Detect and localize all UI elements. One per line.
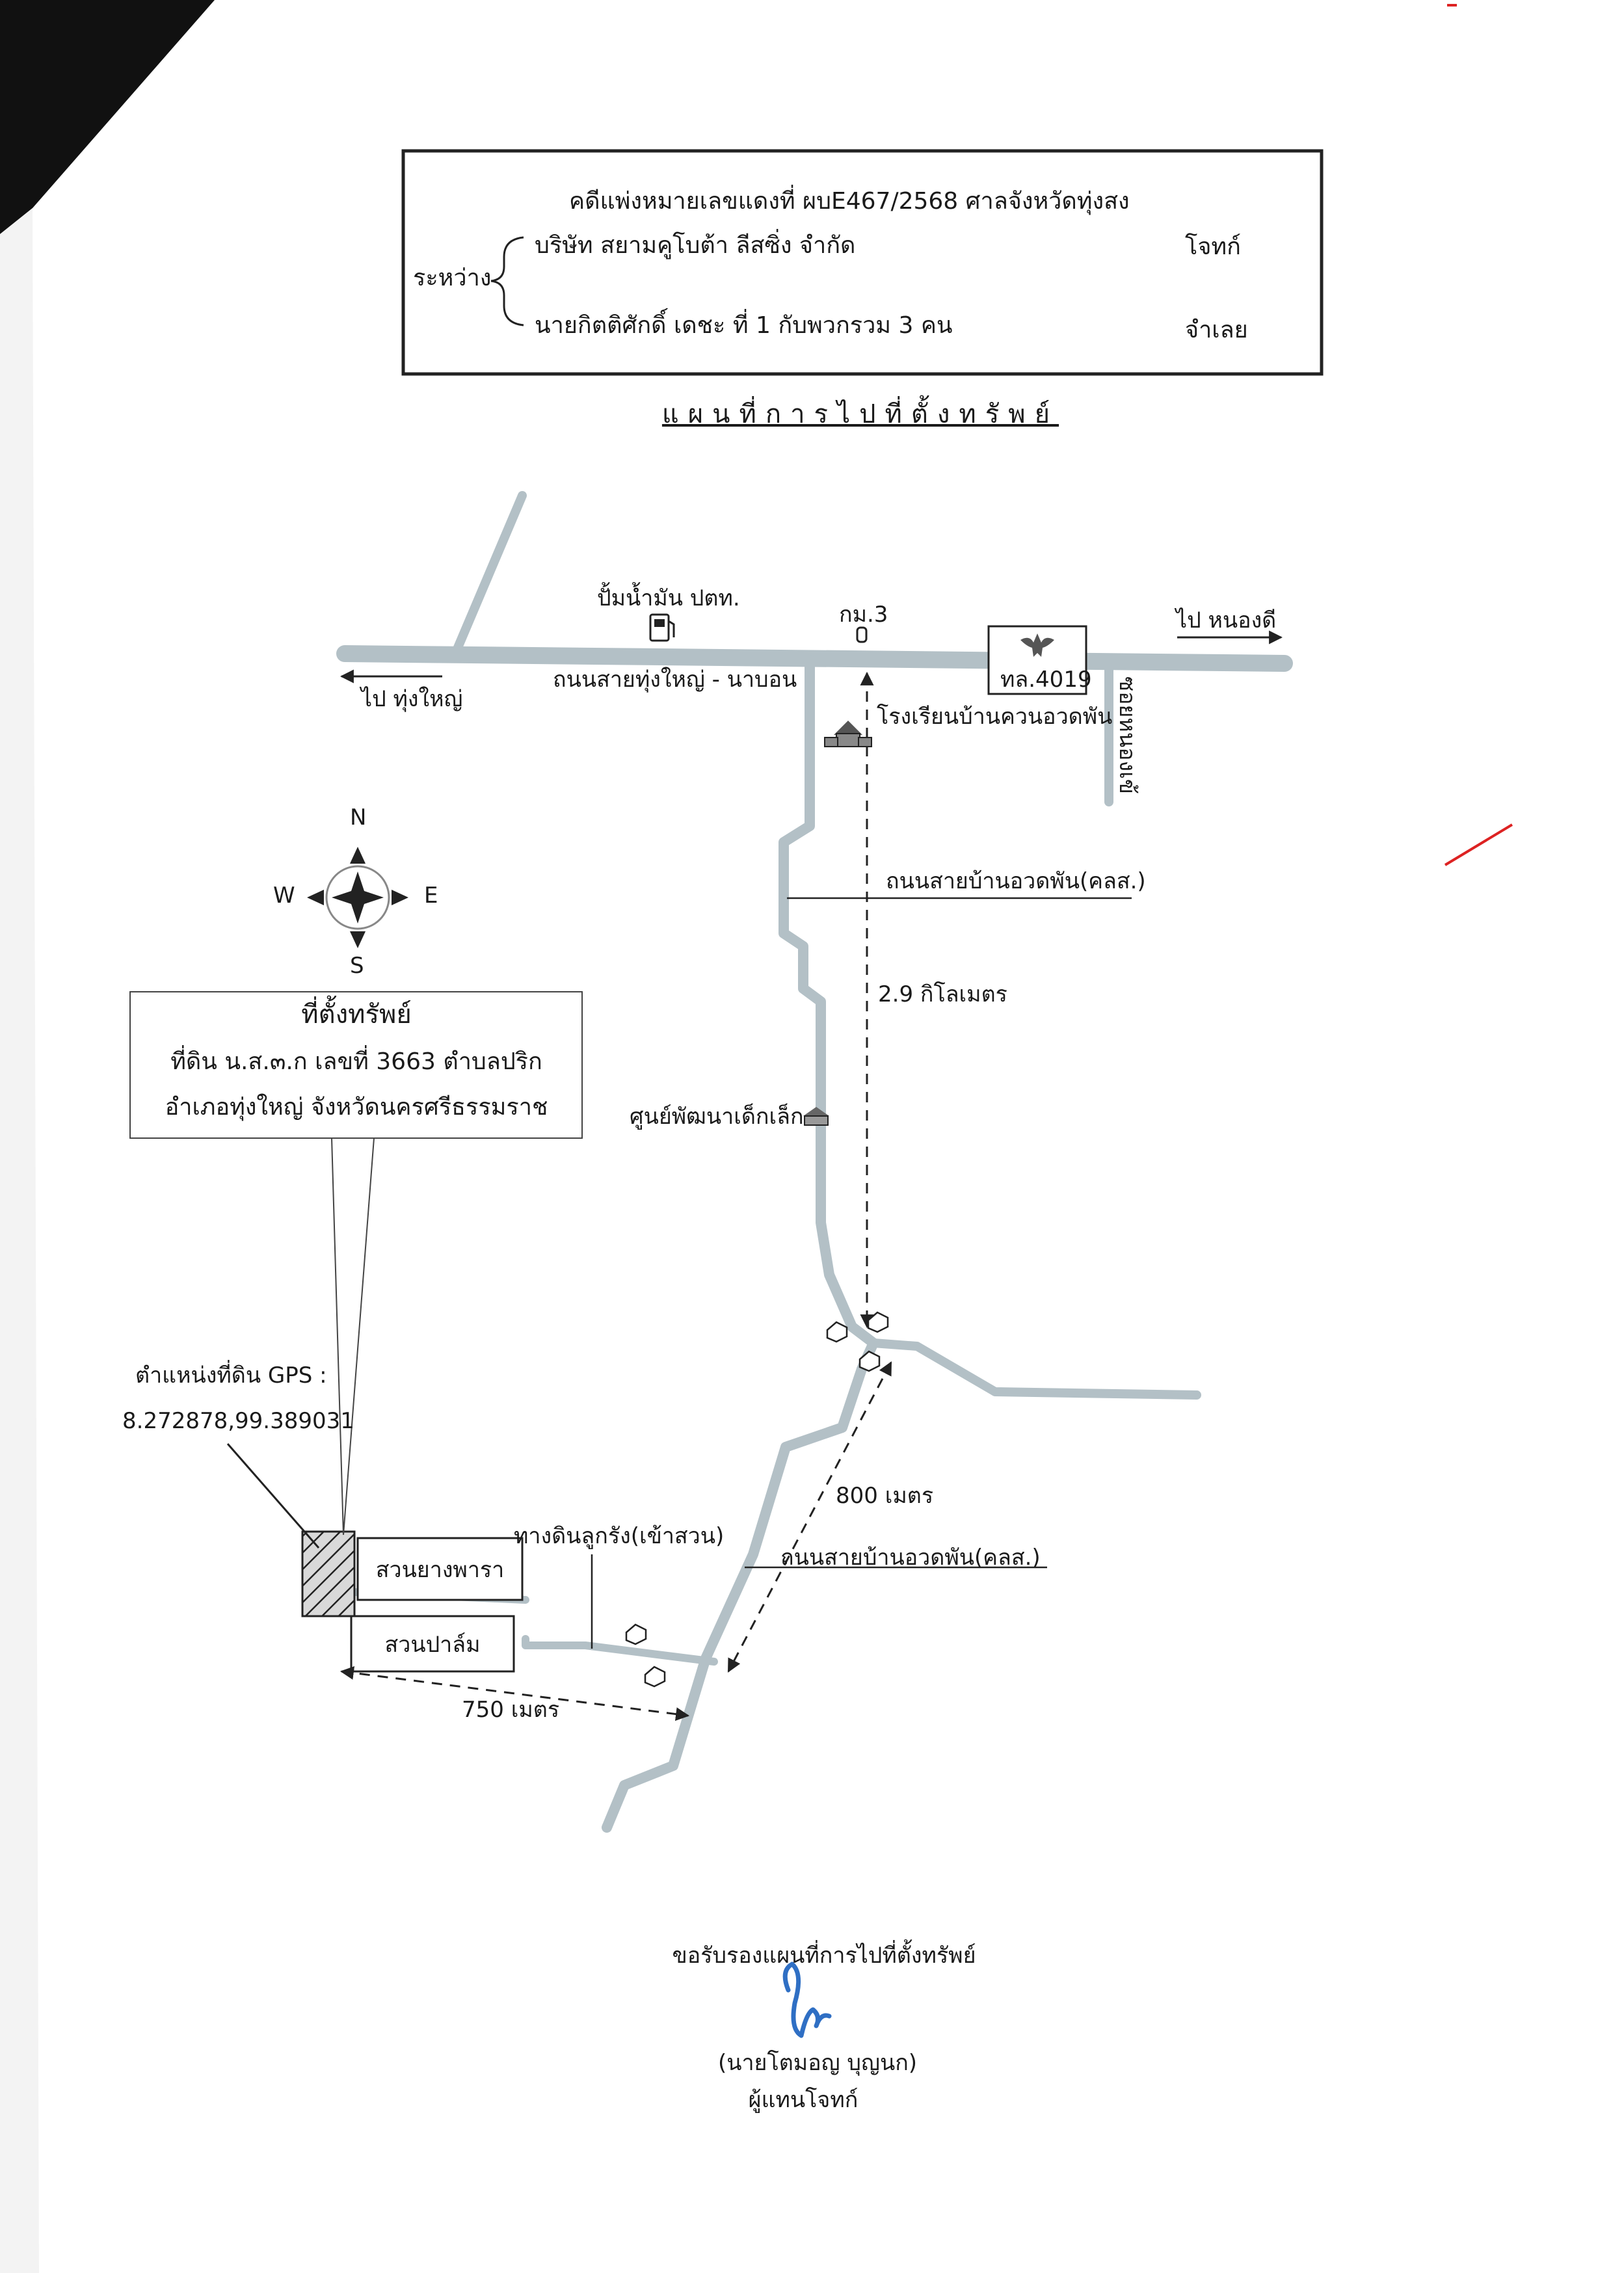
house-icon — [867, 1311, 889, 1333]
east-branch-road — [869, 1338, 1201, 1400]
road-awadphan-lower-label: ถนนสายบ้านอวดพัน(คลส.) — [780, 1545, 1041, 1571]
defendant-role: จำเลย — [1185, 317, 1248, 343]
distance-arrow-800 — [727, 1361, 892, 1673]
gps-label: ตำแหน่งที่ดิน GPS : — [135, 1362, 327, 1389]
scan-corner-shadow — [0, 0, 215, 234]
northwest-branch-road — [451, 491, 527, 658]
house-icons — [625, 1311, 889, 1688]
compass-w: W — [273, 883, 295, 909]
between-brace — [490, 236, 524, 326]
distance-2-9-label: 2.9 กิโลเมตร — [878, 981, 1007, 1007]
roads — [336, 491, 1293, 1833]
gps-value: 8.272878,99.389031 — [122, 1408, 354, 1434]
signer-name: (นายโตมอญ บุญนก) — [717, 2050, 918, 2076]
page-edge-left — [0, 208, 39, 2273]
palm-garden-box — [350, 1615, 515, 1673]
case-number-line: คดีแพ่งหมายเลขแดงที่ ผบE467/2568 ศาลจังห… — [569, 188, 1130, 215]
rubber-garden-box — [356, 1537, 524, 1601]
gas-pump-icon — [649, 613, 675, 642]
distance-800-label: 800 เมตร — [836, 1483, 934, 1509]
map-title: แผนที่การไปที่ตั้งทรัพย์ — [661, 399, 1059, 429]
compass-n: N — [350, 804, 367, 831]
certify-text: ขอรับรองแผนที่การไปที่ตั้งทรัพย์ — [672, 1943, 976, 1969]
property-box-title: ที่ตั้งทรัพย์ — [301, 1000, 412, 1030]
palm-garden-label: สวนปาล์ม — [384, 1631, 481, 1658]
side-soi-label: ซอยหนองเข้ — [1114, 676, 1140, 794]
garuda-emblem-icon — [1020, 633, 1054, 657]
house-icon — [625, 1623, 647, 1645]
child-center-label: ศูนย์พัฒนาเด็กเล็ก — [630, 1104, 804, 1130]
gps-pointer — [226, 1443, 320, 1549]
plaintiff-role: โจทก์ — [1185, 233, 1241, 260]
property-callout-box — [129, 991, 583, 1139]
house-icon — [644, 1666, 666, 1688]
property-box-line2: อำเภอทุ่งใหญ่ จังหวัดนครศรีธรรมราช — [165, 1094, 548, 1121]
child-center-building-icon — [803, 1107, 829, 1126]
distance-750-label: 750 เมตร — [462, 1697, 560, 1723]
property-box-line1: ที่ดิน น.ส.๓.ก เลขที่ 3663 ตำบลปริก — [170, 1048, 542, 1075]
km-marker-label: กม.3 — [839, 602, 888, 628]
plaintiff-name: บริษัท สยามคูโบต้า ลีสซิ่ง จำกัด — [535, 232, 856, 259]
distance-arrow-750 — [339, 1666, 690, 1721]
rubber-garden-label: สวนยางพารา — [375, 1556, 505, 1583]
callout-pointer — [331, 1137, 375, 1535]
highway-sign-label: ทล.4019 — [1000, 667, 1092, 693]
to-thung-yai-label: ไป ทุ่งใหญ่ — [361, 686, 463, 712]
compass-e: E — [424, 883, 438, 909]
signer-role: ผู้แทนโจทก์ — [748, 2087, 859, 2113]
dirt-road — [522, 1635, 718, 1666]
gas-station-label: ปั้มน้ำมัน ปตท. — [597, 585, 740, 611]
school-label: โรงเรียนบ้านควนอวดพัน — [877, 704, 1113, 730]
between-label: ระหว่าง — [413, 265, 492, 291]
house-icon — [859, 1350, 881, 1372]
property-parcel-hatched — [301, 1530, 356, 1617]
road-awadphan-upper-label: ถนนสายบ้านอวดพัน(คลส.) — [886, 868, 1146, 894]
to-nong-dee-label: ไป หนองดี — [1176, 607, 1277, 633]
compass-s: S — [350, 953, 364, 979]
header-frame — [401, 149, 1324, 376]
school-building-icon — [824, 721, 872, 747]
main-road-label: ถนนสายทุ่งใหญ่ - นาบอน — [553, 667, 797, 693]
km-post-icon — [856, 626, 868, 643]
defendant-name: นายกิตติศักดิ์ เดชะ ที่ 1 กับพวกรวม 3 คน — [535, 312, 953, 339]
red-pen-mark — [1444, 823, 1513, 866]
house-icon — [826, 1321, 848, 1343]
dirt-road-label: ทางดินลูกรัง(เข้าสวน) — [514, 1523, 725, 1549]
signature-mark — [782, 1961, 832, 2038]
compass-rose-icon — [307, 847, 408, 948]
